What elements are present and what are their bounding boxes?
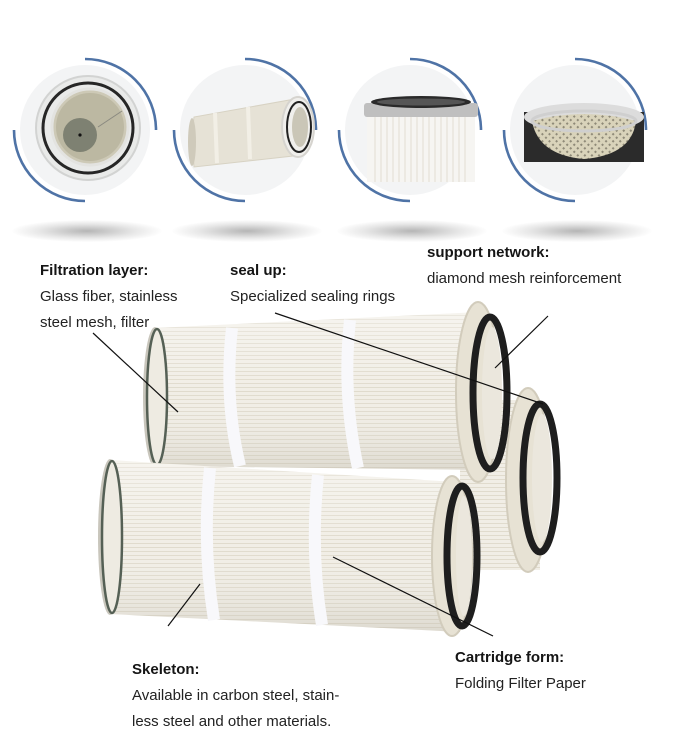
seal-ring-filter-icon — [337, 57, 483, 203]
thumbnail-diamond-mesh — [500, 55, 650, 205]
thumbnail-shadow — [502, 220, 652, 242]
diamond-mesh-icon — [502, 57, 648, 203]
leader-line-skeleton — [167, 583, 201, 627]
callout-text: less steel and other materials. — [132, 713, 332, 730]
leader-line-support — [494, 315, 549, 369]
leader-line-seal — [274, 312, 544, 405]
leader-lines — [92, 312, 549, 637]
cartridge-top — [143, 301, 511, 483]
callout-text: Folding Filter Paper — [455, 675, 586, 692]
thumbnail-shadow — [337, 220, 487, 242]
thumbnail-side-view — [170, 55, 320, 205]
cartridge-bottom — [98, 459, 481, 637]
callout-text: diamond mesh reinforcement — [427, 270, 622, 287]
thumbnail-shadow — [12, 220, 162, 242]
side-view-filter-icon — [172, 57, 318, 203]
callout-title: seal up: — [230, 262, 287, 279]
callout-title: support network: — [427, 244, 550, 261]
thumbnail-end-view — [10, 55, 160, 205]
leader-line-cartridge — [332, 556, 494, 637]
callout-title: Cartridge form: — [455, 649, 565, 666]
callout-title: Filtration layer: — [40, 262, 149, 279]
thumbnail-shadow — [172, 220, 322, 242]
end-view-filter-icon — [12, 57, 158, 203]
thumbnail-seal-ring — [335, 55, 485, 205]
leader-line-filtration — [92, 332, 179, 413]
callout-text: Specialized sealing rings — [230, 288, 396, 305]
callout-text: Available in carbon steel, stain- — [132, 687, 340, 704]
callout-text: Glass fiber, stainless — [40, 288, 178, 305]
callout-title: Skeleton: — [132, 661, 200, 678]
callout-text: steel mesh, filter — [40, 314, 150, 331]
cartridge-back-right — [460, 387, 561, 573]
